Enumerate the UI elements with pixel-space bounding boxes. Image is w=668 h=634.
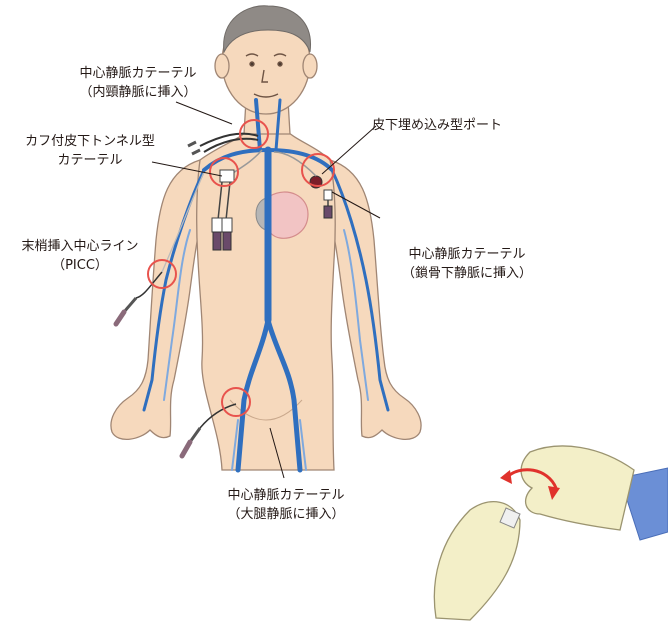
label-subclavian-line1: 中心静脈カテーテル	[382, 245, 552, 264]
label-picc-line1: 末梢挿入中心ライン	[10, 237, 150, 256]
ear-left	[303, 54, 317, 78]
label-femoral: 中心静脈カテーテル （大腿静脈に挿入）	[206, 486, 366, 524]
label-femoral-line1: 中心静脈カテーテル	[206, 486, 366, 505]
label-picc-line2: （PICC）	[10, 256, 150, 275]
label-cuffed: カフ付皮下トンネル型 カテーテル	[10, 132, 170, 170]
label-cuffed-line2: カテーテル	[10, 151, 170, 170]
label-femoral-line2: （大腿静脈に挿入）	[206, 505, 366, 524]
label-port-line1: 皮下埋め込み型ポート	[362, 116, 512, 135]
label-subclavian-line2: （鎖骨下静脈に挿入）	[382, 264, 552, 283]
left-arm	[328, 160, 421, 439]
label-ijv-line1: 中心静脈カテーテル	[58, 64, 218, 83]
label-picc: 末梢挿入中心ライン （PICC）	[10, 237, 150, 275]
label-ijv: 中心静脈カテーテル （内頸静脈に挿入）	[58, 64, 218, 102]
label-subclavian: 中心静脈カテーテル （鎖骨下静脈に挿入）	[382, 245, 552, 283]
gloved-hands	[434, 446, 668, 620]
label-cuffed-line1: カフ付皮下トンネル型	[10, 132, 170, 151]
right-glove	[521, 446, 634, 530]
label-port: 皮下埋め込み型ポート	[362, 116, 512, 135]
arrowhead-left-icon	[500, 470, 512, 484]
label-ijv-line2: （内頸静脈に挿入）	[58, 83, 218, 102]
